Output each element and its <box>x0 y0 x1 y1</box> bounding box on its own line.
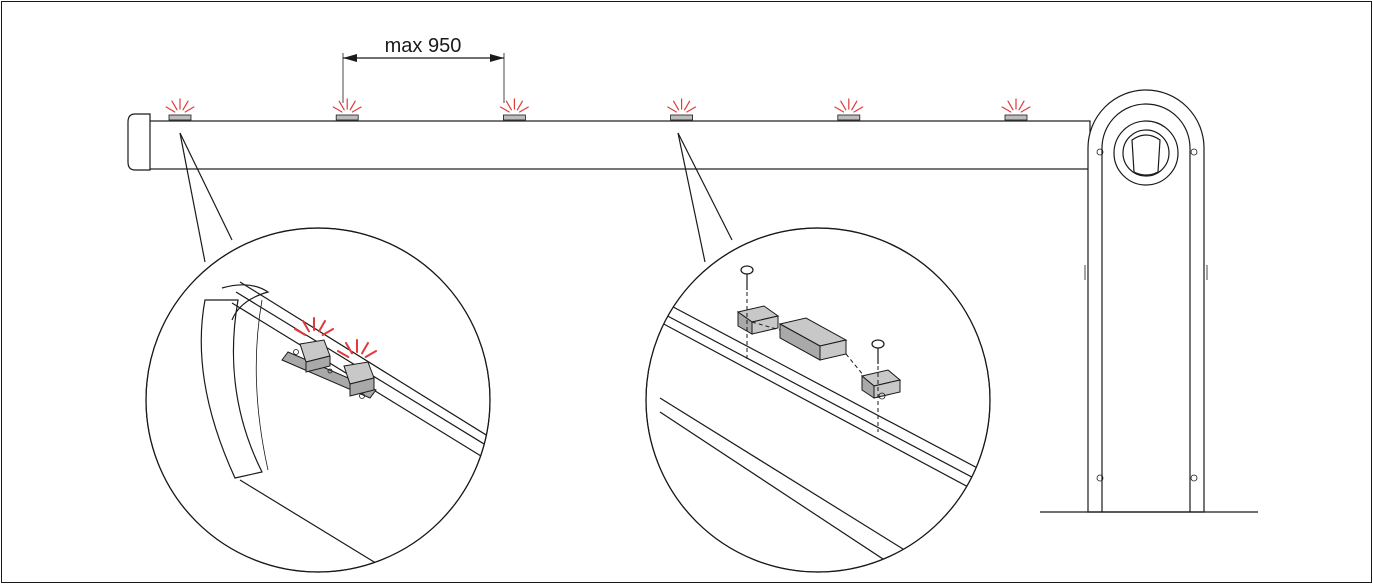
light-housing <box>502 114 526 121</box>
callout-pointer-right <box>677 132 733 263</box>
light-module-exploded <box>778 317 848 361</box>
boom-light-4 <box>667 98 697 121</box>
light-ray <box>364 350 378 358</box>
light-ray <box>667 106 678 113</box>
boom-light-2 <box>332 98 362 121</box>
boom-arm <box>127 113 1091 171</box>
light-ray <box>834 106 845 113</box>
light-ray <box>1020 106 1031 113</box>
light-ray <box>672 100 680 111</box>
boom-lights <box>165 98 1031 121</box>
light-ray <box>686 106 697 113</box>
light-housing <box>168 114 192 121</box>
light-ray <box>851 100 858 111</box>
boom-light-5 <box>834 98 864 121</box>
light-ray <box>332 106 343 113</box>
light-ray <box>505 100 512 111</box>
pivot-hub <box>1113 120 1179 186</box>
detail-view-exploded <box>645 227 991 573</box>
light-module-assembled <box>281 339 377 399</box>
light-ray <box>683 100 691 111</box>
boom-light-3 <box>499 98 529 121</box>
boom-light-1 <box>165 98 195 121</box>
light-ray <box>1001 106 1012 113</box>
boom-end-cap <box>127 113 151 171</box>
bracket-left <box>736 305 780 335</box>
bracket-right <box>860 369 902 400</box>
callout-pointer-left <box>179 132 233 263</box>
screw-right <box>871 339 885 364</box>
screw-left <box>740 265 754 290</box>
dimension-label: max 950 <box>385 35 462 57</box>
barrier-post <box>1040 89 1258 513</box>
light-ray <box>1018 100 1025 111</box>
light-ray <box>165 106 176 113</box>
light-ray <box>338 100 345 111</box>
light-housing <box>335 114 359 121</box>
light-ray <box>351 106 362 113</box>
light-ray <box>840 100 847 111</box>
light-ray <box>499 106 510 113</box>
dimension-max-spacing: max 950 <box>342 35 505 103</box>
light-ray <box>182 100 189 111</box>
light-ray <box>345 341 353 355</box>
light-ray <box>184 106 195 113</box>
light-housing <box>670 114 693 121</box>
light-ray <box>171 100 178 111</box>
light-rays-detail <box>293 317 378 358</box>
light-housing <box>837 114 861 121</box>
light-ray <box>361 341 369 355</box>
light-ray <box>293 328 307 336</box>
light-ray <box>321 328 335 336</box>
boom-light-6 <box>1001 98 1031 121</box>
light-ray <box>318 319 326 333</box>
light-housing <box>1004 114 1028 121</box>
light-ray <box>349 100 356 111</box>
detail-view-assembled <box>145 227 491 573</box>
light-ray <box>516 100 524 111</box>
light-ray <box>336 350 350 358</box>
light-ray <box>518 106 529 113</box>
light-ray <box>302 319 310 333</box>
light-ray <box>853 106 864 113</box>
light-ray <box>1007 100 1014 111</box>
